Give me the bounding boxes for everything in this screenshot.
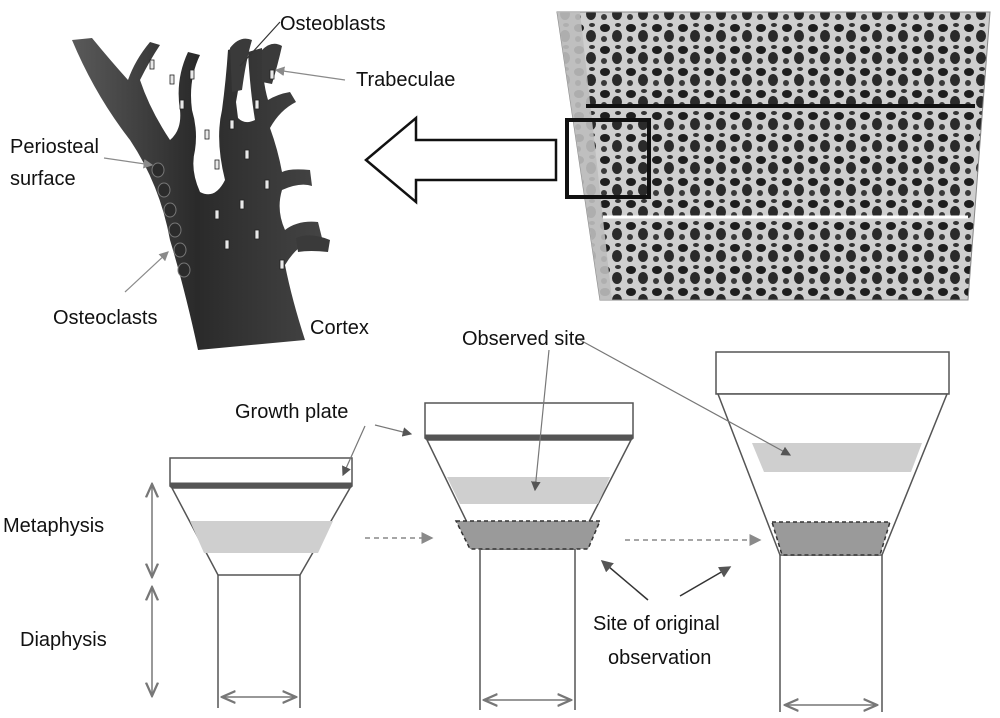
osteoblasts-pointer bbox=[239, 21, 281, 67]
osteoblast-cells bbox=[149, 59, 285, 270]
label-original-line2: observation bbox=[608, 647, 711, 669]
label-periosteal-line2: surface bbox=[10, 168, 76, 190]
label-growth-plate: Growth plate bbox=[235, 401, 348, 423]
observed-band-3 bbox=[752, 443, 922, 472]
label-original-line1: Site of original bbox=[593, 613, 720, 635]
stage-3 bbox=[715, 351, 950, 712]
trabecula-2 bbox=[262, 43, 282, 84]
original-pointer-1 bbox=[600, 560, 649, 601]
growth-plate-pointer-1 bbox=[342, 425, 366, 477]
label-cortex: Cortex bbox=[310, 317, 369, 339]
label-periosteal-line1: Periosteal bbox=[10, 136, 99, 158]
original-pointer-2 bbox=[679, 566, 732, 597]
observed-pointer-1 bbox=[531, 349, 550, 492]
trabeculae-pointer bbox=[274, 66, 346, 81]
periosteal-pointer bbox=[103, 157, 154, 169]
growth-plate-pointer-2 bbox=[374, 424, 413, 437]
label-observed-site: Observed site bbox=[462, 328, 585, 350]
cortex-shape bbox=[72, 38, 322, 350]
osteoclasts-pointer bbox=[124, 251, 169, 293]
observed-band-2 bbox=[447, 477, 610, 504]
label-diaphysis: Diaphysis bbox=[20, 629, 107, 651]
observed-pointer-2 bbox=[579, 339, 792, 456]
zoom-box bbox=[565, 118, 651, 199]
observed-band-1 bbox=[190, 521, 333, 553]
original-band-2 bbox=[454, 520, 602, 550]
original-band-3 bbox=[770, 521, 892, 556]
osteoclast-cells bbox=[151, 162, 191, 278]
label-osteoblasts: Osteoblasts bbox=[280, 13, 386, 35]
stage-1 bbox=[169, 457, 353, 708]
zoom-arrow bbox=[364, 115, 558, 205]
label-metaphysis: Metaphysis bbox=[3, 515, 104, 537]
micro-ct-image bbox=[556, 11, 991, 301]
trabecula-3 bbox=[296, 235, 330, 252]
cortex-schematic: Osteoblasts Trabeculae Periosteal surfac… bbox=[10, 13, 455, 350]
stage-2 bbox=[424, 402, 634, 710]
label-trabeculae: Trabeculae bbox=[356, 69, 455, 91]
label-osteoclasts: Osteoclasts bbox=[53, 307, 157, 329]
